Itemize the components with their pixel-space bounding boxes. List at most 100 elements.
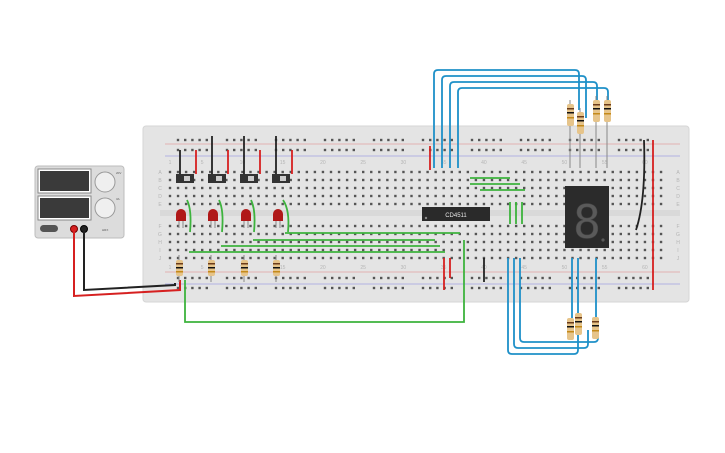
breadboard-hole[interactable] <box>426 178 429 182</box>
breadboard-hole[interactable] <box>436 286 439 290</box>
breadboard-hole[interactable] <box>370 256 373 260</box>
breadboard-hole[interactable] <box>217 232 220 236</box>
breadboard-hole[interactable] <box>345 232 349 236</box>
breadboard-hole[interactable] <box>257 178 260 182</box>
breadboard-hole[interactable] <box>257 186 260 190</box>
breadboard-hole[interactable] <box>209 240 212 244</box>
breadboard-hole[interactable] <box>539 248 542 252</box>
breadboard-hole[interactable] <box>563 256 566 260</box>
breadboard-hole[interactable] <box>643 194 647 198</box>
breadboard-hole[interactable] <box>627 248 631 252</box>
breadboard-hole[interactable] <box>289 248 292 252</box>
breadboard-hole[interactable] <box>337 178 341 182</box>
breadboard-hole[interactable] <box>639 148 642 152</box>
breadboard-hole[interactable] <box>387 148 390 152</box>
breadboard-hole[interactable] <box>297 194 300 198</box>
breadboard-hole[interactable] <box>273 170 276 174</box>
breadboard-hole[interactable] <box>632 138 635 142</box>
breadboard-hole[interactable] <box>372 276 376 280</box>
breadboard-hole[interactable] <box>380 276 383 280</box>
breadboard-hole[interactable] <box>450 248 453 252</box>
breadboard-hole[interactable] <box>499 138 502 142</box>
breadboard-hole[interactable] <box>305 178 309 182</box>
breadboard-hole[interactable] <box>547 202 550 206</box>
breadboard-hole[interactable] <box>281 202 284 206</box>
breadboard-hole[interactable] <box>539 202 542 206</box>
breadboard-hole[interactable] <box>603 256 606 260</box>
breadboard-hole[interactable] <box>635 178 639 182</box>
breadboard-hole[interactable] <box>410 224 413 228</box>
breadboard-hole[interactable] <box>482 202 486 206</box>
power-toggle[interactable] <box>40 225 58 232</box>
breadboard-hole[interactable] <box>498 186 502 190</box>
breadboard-hole[interactable] <box>241 232 244 236</box>
breadboard-hole[interactable] <box>418 248 421 252</box>
breadboard-hole[interactable] <box>418 170 421 174</box>
breadboard-hole[interactable] <box>380 138 383 142</box>
breadboard-hole[interactable] <box>338 148 341 152</box>
breadboard-hole[interactable] <box>410 202 413 206</box>
breadboard-hole[interactable] <box>555 170 558 174</box>
breadboard-hole[interactable] <box>619 240 622 244</box>
breadboard-hole[interactable] <box>296 286 299 290</box>
breadboard-hole[interactable] <box>386 248 389 252</box>
breadboard-hole[interactable] <box>321 186 325 190</box>
breadboard-hole[interactable] <box>240 138 243 142</box>
breadboard-hole[interactable] <box>632 148 635 152</box>
breadboard-hole[interactable] <box>426 202 429 206</box>
breadboard-hole[interactable] <box>362 194 365 198</box>
breadboard-hole[interactable] <box>345 148 348 152</box>
leds[interactable] <box>176 209 283 228</box>
breadboard-hole[interactable] <box>619 170 622 174</box>
breadboard-hole[interactable] <box>470 138 474 142</box>
breadboard-hole[interactable] <box>474 186 478 190</box>
breadboard-hole[interactable] <box>289 276 292 280</box>
breadboard-hole[interactable] <box>474 248 478 252</box>
breadboard-hole[interactable] <box>387 286 390 290</box>
breadboard-hole[interactable] <box>192 224 196 228</box>
breadboard-hole[interactable] <box>547 178 550 182</box>
breadboard-hole[interactable] <box>378 256 381 260</box>
breadboard-hole[interactable] <box>450 178 453 182</box>
breadboard-hole[interactable] <box>241 170 244 174</box>
breadboard-hole[interactable] <box>597 286 600 290</box>
resistors-bottom-left[interactable] <box>176 255 280 282</box>
breadboard-hole[interactable] <box>176 276 180 280</box>
breadboard-hole[interactable] <box>297 248 300 252</box>
breadboard-hole[interactable] <box>659 186 663 190</box>
breadboard-hole[interactable] <box>450 148 453 152</box>
breadboard-hole[interactable] <box>370 240 373 244</box>
breadboard-hole[interactable] <box>659 256 663 260</box>
breadboard-hole[interactable] <box>426 256 429 260</box>
breadboard-hole[interactable] <box>410 248 413 252</box>
breadboard-hole[interactable] <box>583 138 586 142</box>
breadboard-hole[interactable] <box>217 202 220 206</box>
breadboard-hole[interactable] <box>611 170 614 174</box>
breadboard-hole[interactable] <box>506 240 510 244</box>
breadboard-hole[interactable] <box>254 286 257 290</box>
breadboard-hole[interactable] <box>329 256 333 260</box>
breadboard-hole[interactable] <box>539 194 542 198</box>
breadboard-hole[interactable] <box>337 224 341 228</box>
breadboard-hole[interactable] <box>492 276 495 280</box>
breadboard-hole[interactable] <box>370 248 373 252</box>
breadboard-hole[interactable] <box>303 286 306 290</box>
cd4511-chip[interactable]: CD4511 <box>422 207 490 221</box>
breadboard-hole[interactable] <box>337 202 341 206</box>
breadboard-hole[interactable] <box>345 286 348 290</box>
breadboard-hole[interactable] <box>329 232 333 236</box>
breadboard-hole[interactable] <box>201 202 204 206</box>
breadboard-hole[interactable] <box>635 186 639 190</box>
breadboard-hole[interactable] <box>436 276 439 280</box>
breadboard-hole[interactable] <box>401 276 404 280</box>
breadboard-hole[interactable] <box>498 194 502 198</box>
breadboard-hole[interactable] <box>289 148 292 152</box>
breadboard-hole[interactable] <box>265 186 268 190</box>
breadboard-hole[interactable] <box>297 232 300 236</box>
breadboard-hole[interactable] <box>184 148 187 152</box>
breadboard-hole[interactable] <box>426 186 429 190</box>
breadboard-hole[interactable] <box>241 224 244 228</box>
breadboard-hole[interactable] <box>337 248 341 252</box>
breadboard-hole[interactable] <box>466 178 470 182</box>
breadboard-hole[interactable] <box>506 178 510 182</box>
